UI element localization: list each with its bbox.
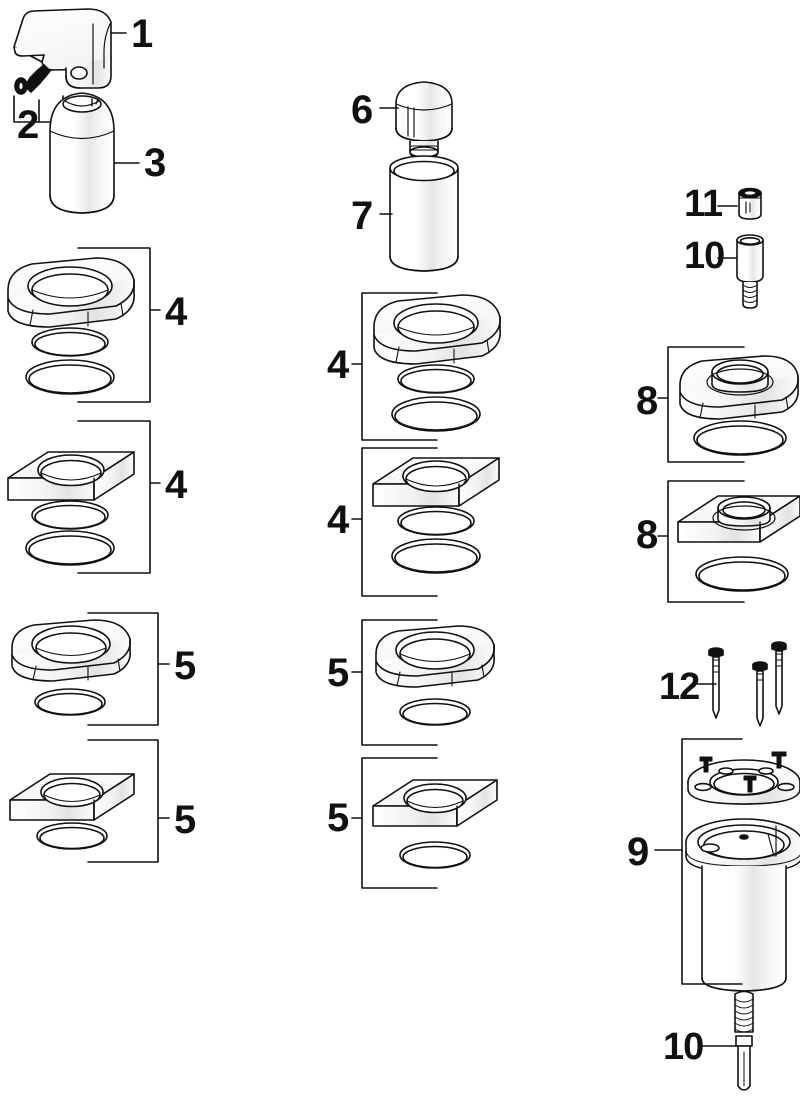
part-9-flange-ring xyxy=(687,751,800,805)
o-ring-4d-2 xyxy=(391,538,481,574)
part-12-mounting-screws xyxy=(708,641,787,727)
o-ring-5d xyxy=(399,841,471,869)
o-ring-4c-2 xyxy=(391,396,481,432)
part-5b-square-base-ring xyxy=(9,773,135,821)
part-5c-rounded-base-ring xyxy=(375,625,495,688)
part-label-5d: 5 xyxy=(327,796,349,840)
o-ring-4d-1 xyxy=(397,506,475,536)
bracket-5b xyxy=(87,739,170,863)
bracket-4d xyxy=(351,447,438,597)
bracket-4a xyxy=(77,247,161,403)
part-4c-rounded-escutcheon xyxy=(373,294,501,365)
part-label-8a: 8 xyxy=(636,379,658,423)
part-4d-square-escutcheon xyxy=(372,457,500,507)
o-ring-4c-1 xyxy=(397,364,475,394)
bracket-8a xyxy=(657,346,745,463)
part-label-1: 1 xyxy=(131,12,153,56)
part-5a-rounded-base-ring xyxy=(11,619,131,682)
part-9-cartridge-housing xyxy=(685,751,800,992)
bracket-5a xyxy=(87,612,170,726)
part-7-spout-sleeve xyxy=(389,155,459,272)
bracket-5d xyxy=(351,757,438,889)
bracket-8b xyxy=(657,480,745,603)
part-2-set-screw-washer xyxy=(14,64,51,95)
part-5d-square-base-ring xyxy=(372,779,498,827)
bracket-5c xyxy=(351,619,438,746)
o-ring-5b xyxy=(36,822,108,850)
part-3-handle-cap-sleeve xyxy=(49,92,115,214)
part-1-lever-handle xyxy=(13,8,112,89)
part-label-4c: 4 xyxy=(327,343,349,387)
o-ring-4a-1 xyxy=(31,327,109,357)
bracket-4c xyxy=(351,292,438,441)
part-label-10b: 10 xyxy=(663,1026,704,1068)
o-ring-5c xyxy=(399,698,471,726)
part-label-5c: 5 xyxy=(327,651,349,695)
part-label-8b: 8 xyxy=(636,513,658,557)
part-label-11: 11 xyxy=(684,183,723,225)
o-ring-5a xyxy=(34,688,106,716)
part-8a-rounded-collar-plate xyxy=(679,355,799,420)
part-10b-threaded-rod xyxy=(734,990,754,1091)
o-ring-4a-2 xyxy=(25,359,115,395)
part-6-aerator-cap xyxy=(395,81,453,159)
part-10a-threaded-stud xyxy=(736,234,764,309)
part-label-10a: 10 xyxy=(684,235,725,277)
part-label-7: 7 xyxy=(351,194,373,238)
part-label-4d: 4 xyxy=(327,498,349,542)
part-9-housing-body xyxy=(685,818,800,992)
part-label-5b: 5 xyxy=(174,798,196,842)
o-ring-4b-2 xyxy=(25,530,115,566)
part-4b-square-escutcheon xyxy=(7,451,135,501)
o-ring-8a xyxy=(693,420,787,456)
part-label-2: 2 xyxy=(17,103,39,147)
bracket-4b xyxy=(77,420,161,574)
part-8b-square-collar-plate xyxy=(677,495,800,543)
part-label-4b: 4 xyxy=(165,463,187,507)
part-label-4a: 4 xyxy=(165,290,187,334)
o-ring-4b-1 xyxy=(31,500,109,530)
part-11-small-bushing xyxy=(738,187,762,220)
bracket-9 xyxy=(654,738,743,985)
part-label-3: 3 xyxy=(144,141,166,185)
part-label-5a: 5 xyxy=(174,644,196,688)
part-label-6: 6 xyxy=(351,88,373,132)
o-ring-8b xyxy=(695,556,789,592)
part-label-12: 12 xyxy=(659,666,700,708)
part-label-9: 9 xyxy=(627,830,649,874)
part-4a-rounded-escutcheon xyxy=(7,257,135,328)
